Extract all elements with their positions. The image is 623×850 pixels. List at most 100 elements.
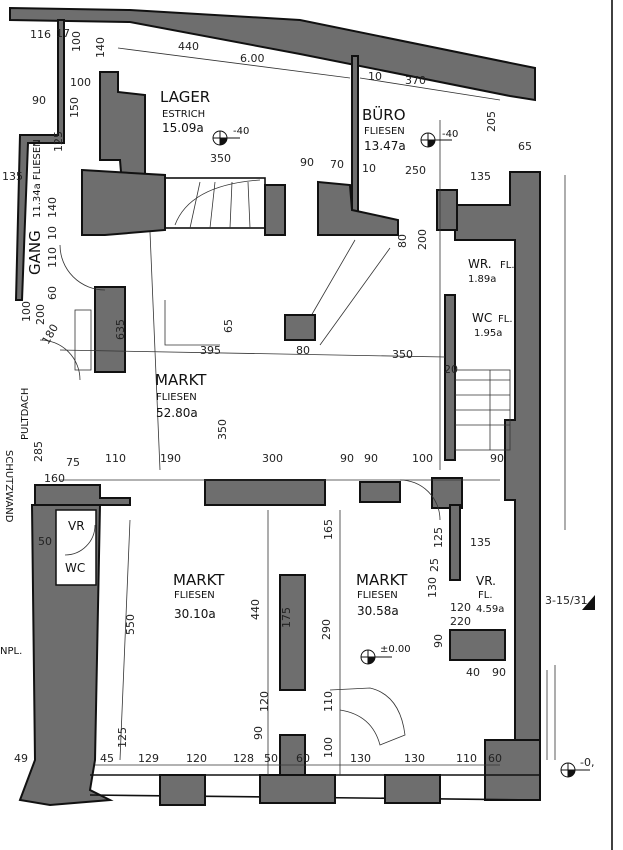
- dimension-label: 175: [280, 607, 293, 628]
- dimension-label: 50: [264, 752, 278, 765]
- dimension-label: 90: [300, 156, 314, 169]
- dimension-label: 129: [138, 752, 159, 765]
- room-wc-left-name: WC: [65, 561, 85, 575]
- dimension-label: 90: [32, 94, 46, 107]
- room-wr-floor: FL.: [500, 260, 515, 271]
- dimension-label: 110: [105, 452, 126, 465]
- dimension-label: 220: [450, 615, 471, 628]
- wall-left-upper: [14, 19, 65, 301]
- room-wr-area: 1.89a: [468, 274, 496, 285]
- room-vr-floor: FL.: [478, 590, 493, 601]
- dimension-label: 45: [100, 752, 114, 765]
- dimension-label: 370: [405, 74, 426, 87]
- dimension-label: 90: [252, 726, 265, 740]
- wall-mid-left: [34, 484, 131, 506]
- dimension-label: 120: [450, 601, 471, 614]
- dimension-label: 75: [66, 456, 80, 469]
- dimension-label: 395: [200, 344, 221, 357]
- room-markt3-floor: FLIESEN: [357, 590, 398, 601]
- dimension-label: 100: [70, 31, 83, 52]
- dimension-label: 100: [20, 301, 33, 322]
- dimension-label: 60: [296, 752, 310, 765]
- room-markt1-floor: FLIESEN: [156, 392, 197, 403]
- dimension-label: 120: [186, 752, 207, 765]
- dimension-label: 300: [262, 452, 283, 465]
- dimension-label: 60: [46, 286, 59, 300]
- ramp-right: [546, 665, 556, 760]
- dimension-label: 635: [114, 319, 127, 340]
- room-markt1-area: 52.80a: [156, 406, 198, 420]
- dimension-label: 10: [362, 162, 376, 175]
- dimension-label: 110: [322, 691, 335, 712]
- dimension-label: 350: [216, 419, 229, 440]
- wall-top: [9, 6, 536, 102]
- dimension-label: 25: [428, 558, 441, 572]
- dimension-label: 100: [322, 737, 335, 758]
- level-marker-icon: [560, 762, 590, 778]
- label-outside-level: -0,: [580, 756, 594, 769]
- dimension-label: 135: [470, 170, 491, 183]
- dimension-label: 250: [405, 164, 426, 177]
- wall-mid-right2: [431, 477, 463, 509]
- dimension-label: 130: [426, 577, 439, 598]
- wall-bottom-pier1: [159, 774, 206, 806]
- level-marker-icon: [212, 130, 240, 146]
- room-wc-area: 1.95a: [474, 328, 502, 339]
- wall-pillar-left: [94, 286, 126, 373]
- label-stairs: 3-15/31: [545, 594, 588, 607]
- dimension-label: 165: [322, 519, 335, 540]
- wall-corner-br: [484, 739, 541, 801]
- stair-treads-right: [455, 370, 510, 450]
- room-markt3-level: ±0.00: [380, 644, 411, 655]
- room-lager-area: 15.09a: [162, 121, 204, 135]
- room-gang-name: GANG: [26, 230, 44, 275]
- room-lager-floor: ESTRICH: [162, 109, 205, 120]
- staircase-upper: [164, 177, 266, 229]
- dimension-label: 40: [466, 666, 480, 679]
- dimension-label: 140: [46, 197, 59, 218]
- room-buero-name: BÜRO: [362, 105, 406, 124]
- dimension-label: 110: [46, 247, 59, 268]
- room-vr-name: VR.: [476, 574, 496, 588]
- wall-mid-center: [204, 479, 326, 506]
- wall-bottom-pier3: [384, 774, 441, 804]
- dimension-label: 190: [160, 452, 181, 465]
- wall-lager-buero: [351, 55, 359, 227]
- dimension-label: 128: [233, 752, 254, 765]
- dimension-label: 110: [456, 752, 477, 765]
- dimension-label: 440: [178, 40, 199, 53]
- dimension-label: 140: [94, 37, 107, 58]
- opening: [74, 309, 92, 371]
- dimension-lines: [59, 47, 501, 775]
- dimension-label: 135: [470, 536, 491, 549]
- dimension-label: 125: [432, 527, 445, 548]
- room-wc-floor: FL.: [498, 314, 513, 325]
- dimension-label: 160: [44, 472, 65, 485]
- room-buero-area: 13.47a: [364, 139, 406, 153]
- dimension-label: 130: [404, 752, 425, 765]
- room-markt2-floor: FLIESEN: [174, 590, 215, 601]
- dimension-label: 100: [412, 452, 433, 465]
- room-markt2-name: MARKT: [173, 571, 225, 589]
- wall-block-left: [81, 168, 166, 236]
- dimension-label: 350: [210, 152, 231, 165]
- label-pultdach-dim: 285: [32, 441, 45, 462]
- dimension-label: 125: [116, 727, 129, 748]
- room-buero-level: -40: [442, 129, 458, 140]
- stair-arrow-icon: [582, 595, 595, 610]
- dimension-label: 550: [124, 614, 137, 635]
- room-lager-name: LAGER: [160, 88, 210, 106]
- dimension-label: 135: [2, 170, 23, 183]
- dimension-label: 100: [70, 76, 91, 89]
- dimension-label: 125: [52, 131, 65, 152]
- dimension-label: 90: [490, 452, 504, 465]
- dimension-label: 200: [34, 304, 47, 325]
- wall-pillar-lower: [279, 574, 306, 691]
- dimension-label: 205: [485, 111, 498, 132]
- door-swings: [39, 244, 441, 556]
- wc-cubicle: [55, 509, 97, 586]
- room-markt3-area: 30.58a: [357, 604, 399, 618]
- dimension-label: 49: [14, 752, 28, 765]
